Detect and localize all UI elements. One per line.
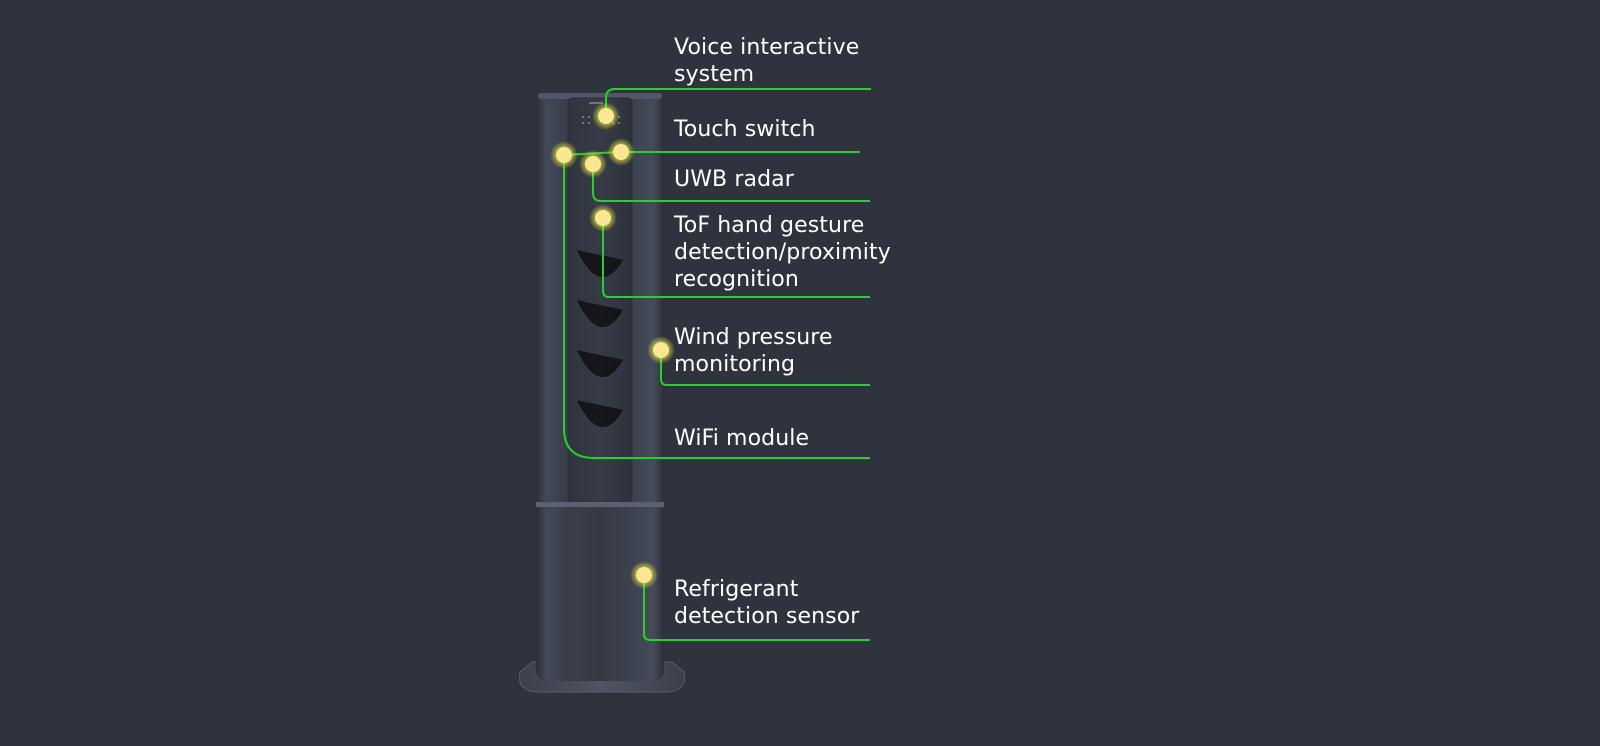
sensor-dot-voice — [592, 102, 620, 130]
leader-lines — [563, 88, 871, 641]
unit-top-cap — [538, 93, 662, 99]
unit-seam — [536, 502, 664, 507]
panel-texture — [575, 249, 625, 429]
leader-line-tof — [602, 218, 870, 298]
sensor-dot-uwb — [579, 150, 607, 178]
label-wind-pressure-monitoring: Wind pressure monitoring — [674, 325, 833, 377]
air-conditioner-unit — [518, 93, 686, 693]
sensor-dot-tof — [589, 204, 617, 232]
sensor-dot-refrigerant — [630, 561, 658, 589]
label-touch-switch: Touch switch — [674, 117, 816, 142]
label-refrigerant-detection-sensor: Refrigerant detection sensor — [674, 577, 860, 629]
leader-line-refrigerant — [643, 575, 870, 641]
leader-line-wind — [660, 350, 870, 386]
sensor-dot-touch — [607, 138, 635, 166]
label-voice-interactive-system: Voice interactive system — [674, 35, 860, 87]
label-uwb-radar: UWB radar — [674, 167, 794, 192]
sensor-dot-wind — [647, 336, 675, 364]
label-wifi-module: WiFi module — [674, 426, 810, 451]
label-tof-gesture-detection: ToF hand gesture detection/proximity rec… — [674, 213, 891, 292]
sensor-dot-wifi — [550, 141, 578, 169]
leader-line-uwb — [592, 164, 870, 202]
leader-line-voice — [605, 88, 871, 116]
sensor-dots — [550, 102, 675, 589]
leader-line-wifi — [563, 155, 870, 459]
